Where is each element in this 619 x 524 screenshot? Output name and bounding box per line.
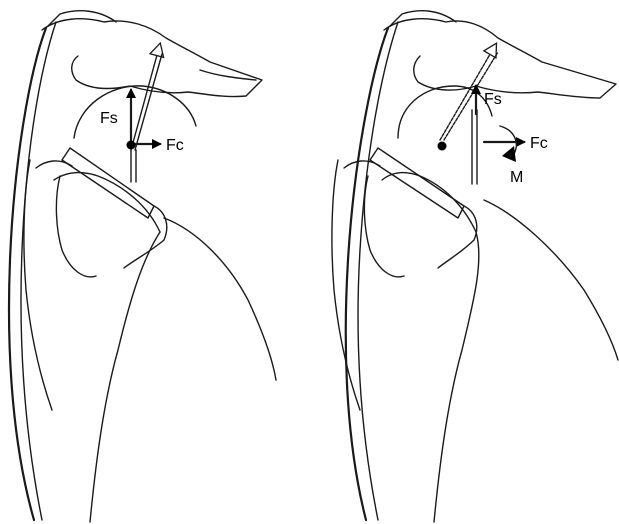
left-panel: Fs Fc	[9, 11, 276, 522]
right-center-of-rotation	[438, 142, 447, 151]
left-resultant-arrow	[131, 44, 160, 150]
left-scapula	[24, 148, 276, 410]
right-acromion	[384, 19, 616, 98]
right-moment-label: M	[510, 169, 523, 186]
right-humerus-outline	[346, 11, 479, 522]
right-scapula	[332, 148, 618, 410]
right-moment-arrowhead	[502, 146, 516, 162]
left-fs-label: Fs	[100, 110, 118, 127]
right-fs-label: Fs	[484, 91, 502, 108]
left-center-of-rotation	[127, 141, 136, 150]
right-fc-label: Fc	[530, 135, 548, 152]
right-panel: Fs Fc M	[332, 11, 618, 522]
left-humeral-head	[74, 86, 196, 138]
left-fc-label: Fc	[166, 137, 184, 154]
left-acromion	[42, 19, 262, 97]
left-resultant-arrow-shaft	[135, 54, 162, 150]
